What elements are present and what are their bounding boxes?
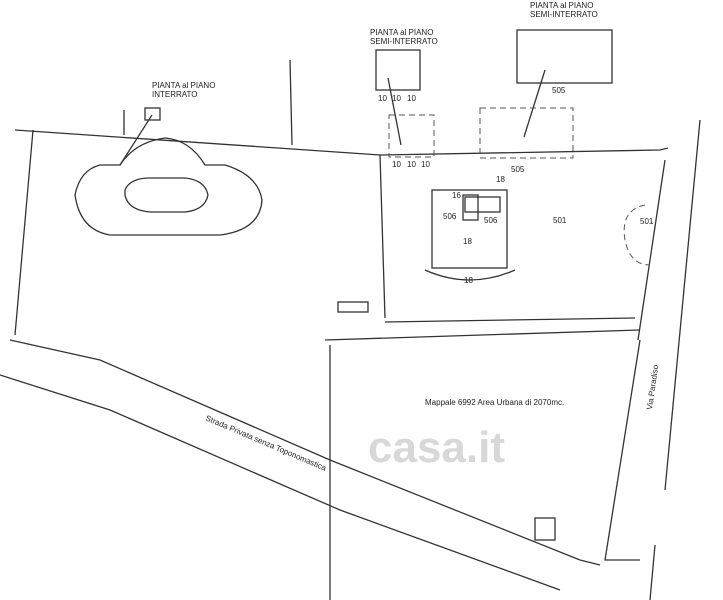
sub-10-label: 10 xyxy=(378,94,387,103)
gate-box xyxy=(337,301,369,313)
sub-10-label: 10 xyxy=(421,160,430,169)
sub-18-label: 18 xyxy=(463,237,472,246)
sub-10-label: 10 xyxy=(392,160,401,169)
sub-501-label: 501 xyxy=(553,216,567,225)
semi-basement-left xyxy=(375,49,435,158)
semi-left-plan-label-line1: PIANTA al PIANO xyxy=(370,28,433,37)
main-building xyxy=(424,189,516,281)
semi-basement-right xyxy=(479,29,613,159)
sub-10-label: 10 xyxy=(407,160,416,169)
sub-506-label: 506 xyxy=(484,216,498,225)
sub-10-label: 10 xyxy=(407,94,416,103)
courtyard-outline xyxy=(623,204,651,266)
basement-building xyxy=(74,107,263,236)
sub-506-label: 506 xyxy=(443,212,457,221)
sub-16-label: 16 xyxy=(452,191,461,200)
street-via-paradiso: Via Paradiso xyxy=(645,364,660,411)
parcel-note: Mappale 6992 Area Urbana di 2070mc. xyxy=(425,398,564,407)
sub-505-label: 505 xyxy=(511,165,525,174)
street-strada-privata: Strada Privata senza Toponomastica xyxy=(204,414,328,473)
sub-18-label: 18 xyxy=(464,276,473,285)
small-shed xyxy=(534,517,556,541)
basement-plan-label-line1: PIANTA al PIANO xyxy=(152,81,215,90)
sub-505-label: 505 xyxy=(552,86,566,95)
boundary-lines xyxy=(0,59,701,600)
semi-right-plan-label-line2: SEMI-INTERRATO xyxy=(530,10,598,19)
sub-10-label: 10 xyxy=(392,94,401,103)
watermark: casa.it xyxy=(368,423,505,472)
sub-501-label: 501 xyxy=(640,217,654,226)
basement-plan-label-line2: INTERRATO xyxy=(152,90,197,99)
semi-right-plan-label-line1: PIANTA al PIANO xyxy=(530,1,593,10)
sub-18-label: 18 xyxy=(496,175,505,184)
semi-left-plan-label-line2: SEMI-INTERRATO xyxy=(370,37,438,46)
